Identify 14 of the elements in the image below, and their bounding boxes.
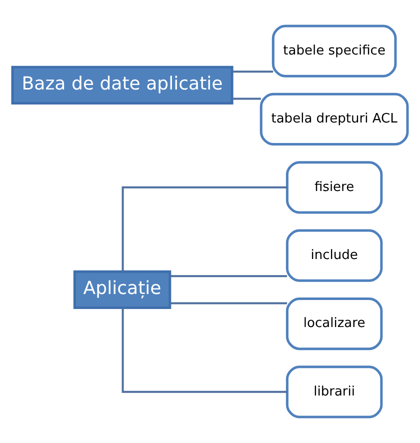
node-box: tabela drepturi ACL <box>260 92 409 146</box>
connector <box>232 98 261 100</box>
connector <box>122 186 288 272</box>
connector <box>122 308 288 393</box>
node-box: tabele specifice <box>272 24 397 78</box>
connector <box>232 70 274 73</box>
node-box: fisiere <box>286 161 383 214</box>
connector <box>170 275 287 278</box>
node-box: localizare <box>286 297 383 350</box>
node-box: include <box>286 229 383 282</box>
node-box: librarii <box>286 366 383 418</box>
node-box: Aplicație <box>73 270 172 309</box>
connector <box>170 302 287 304</box>
node-box: Baza de date aplicatie <box>11 66 234 104</box>
